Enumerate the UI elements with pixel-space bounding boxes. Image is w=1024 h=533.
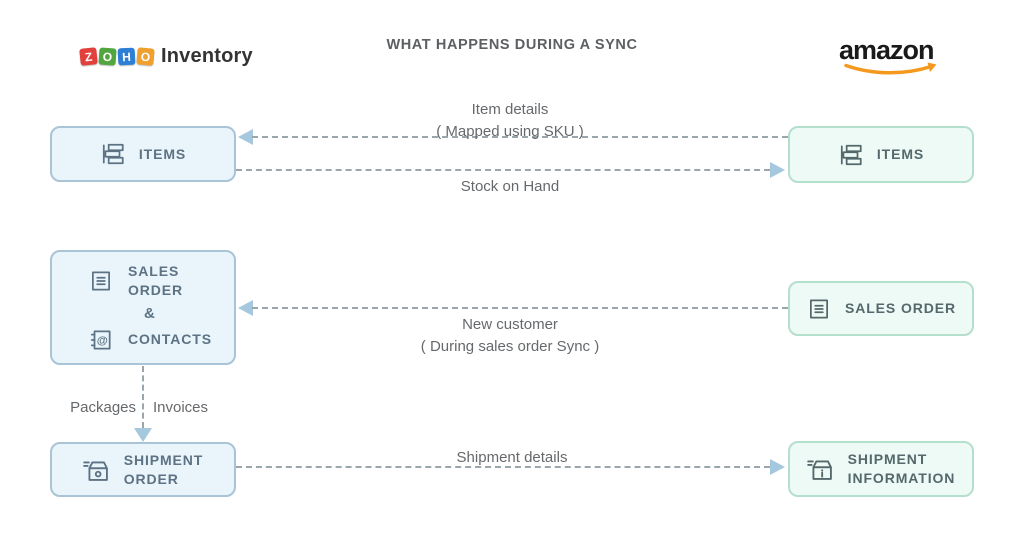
amazon-logo: amazon [839,35,939,75]
contacts-label: CONTACTS [128,331,212,348]
item-details-line1: Item details [471,101,549,118]
arrowhead-left-icon [238,129,253,145]
amazon-shipment-label: SHIPMENT INFORMATION [848,450,956,488]
shipment-box-icon [82,456,111,484]
zoho-sales-order-contacts-node: SALES ORDER & @ CONTACTS [50,250,236,365]
sales-order-label: SALES ORDER [128,263,184,298]
zoho-items-node: ITEMS [50,126,236,182]
zoho-inventory-logo: Z O H O Inventory [79,45,253,68]
contacts-icon: @ [88,327,114,353]
new-customer-line1: New customer [462,316,558,333]
packages-invoices-dash-line [142,366,144,428]
item-details-flow-label: Item details ( Mapped using SKU ) [350,99,670,143]
packages-label: Packages [70,399,136,416]
shipment-info-line2: INFORMATION [847,470,956,486]
svg-text:@: @ [97,335,108,347]
sales-order-row: SALES ORDER [52,262,234,300]
items-icon [838,142,864,168]
new-customer-flow-label: New customer ( During sales order Sync ) [350,314,670,358]
item-details-line2: ( Mapped using SKU ) [436,122,584,140]
arrowhead-down-icon [134,428,152,442]
arrowhead-right-icon [770,459,785,475]
items-icon [100,141,126,167]
zoho-shipment-label: SHIPMENT ORDER [124,451,204,489]
arrowhead-right-icon [770,162,785,178]
zoho-items-label: ITEMS [138,145,187,162]
sales-order-icon [806,296,832,322]
stock-on-hand-flow-label: Stock on Hand [460,178,560,195]
zoho-product-name: Inventory [161,45,253,67]
shipment-info-icon [806,455,835,483]
shipment-info-line1: SHIPMENT [847,451,928,468]
amazon-smile-icon [844,62,937,75]
zoho-shipment-order-node: SHIPMENT ORDER [50,442,236,497]
amazon-wordmark: amazon [839,35,935,65]
new-customer-dash-line [252,307,788,309]
shipment-details-dash-line [236,466,770,468]
amazon-sales-order-node: SALES ORDER [788,281,974,336]
arrowhead-left-icon [238,300,253,316]
shipment-line2: ORDER [123,470,179,487]
new-customer-line2: ( During sales order Sync ) [420,337,600,355]
amazon-sales-order-label: SALES ORDER [844,300,957,317]
contacts-row: @ CONTACTS [52,327,234,353]
invoices-label: Invoices [153,399,209,416]
item-details-dash-line [252,136,788,138]
sales-order-icon [88,268,114,294]
page-title: WHAT HAPPENS DURING A SYNC [386,37,638,53]
amazon-items-node: ITEMS [788,126,974,183]
amazon-shipment-info-node: SHIPMENT INFORMATION [788,441,974,497]
shipment-details-flow-label: Shipment details [456,449,568,466]
stock-on-hand-dash-line [236,169,770,171]
ampersand: & [144,304,155,322]
amazon-items-label: ITEMS [876,146,925,163]
shipment-line1: SHIPMENT [123,451,204,468]
